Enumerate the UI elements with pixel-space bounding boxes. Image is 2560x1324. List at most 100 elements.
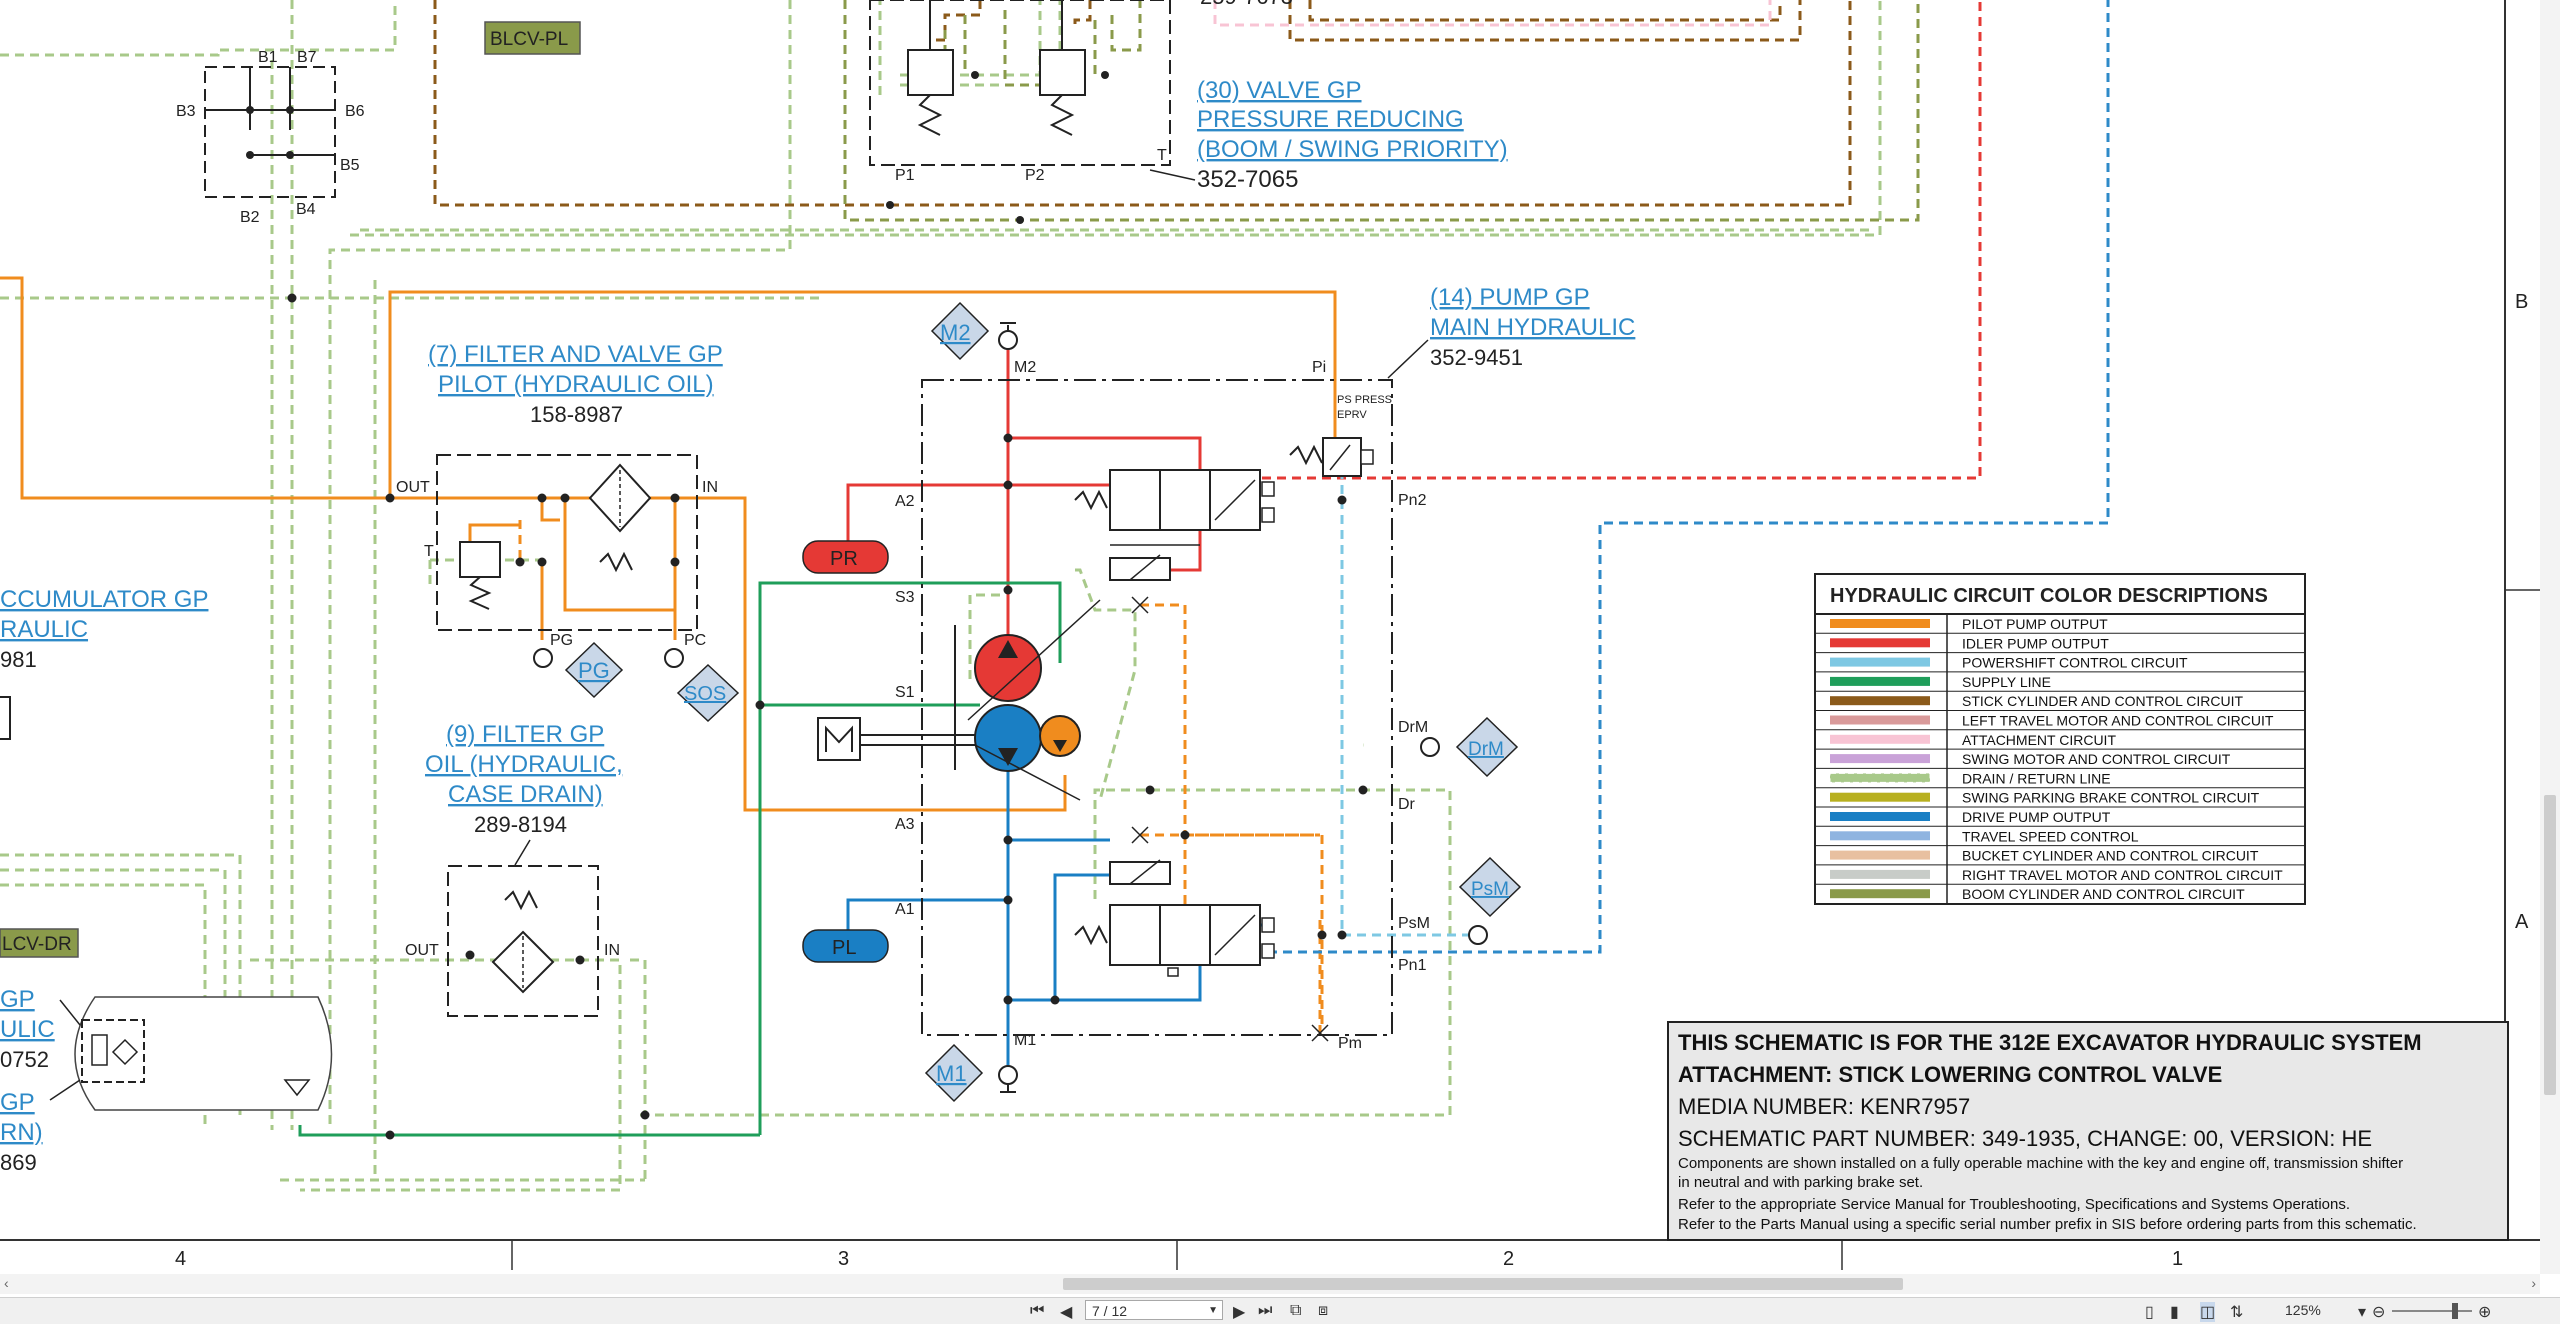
svg-text:B6: B6: [345, 103, 365, 120]
legend-swatch: [1830, 831, 1930, 841]
svg-text:B7: B7: [297, 49, 317, 66]
grid-row-b: B: [2515, 291, 2528, 313]
zoom-slider[interactable]: [2392, 1310, 2472, 1312]
horizontal-scroll-thumb[interactable]: [1063, 1278, 1903, 1290]
filter-7-link-2[interactable]: PILOT (HYDRAULIC OIL): [438, 371, 714, 398]
legend-swatch: [1830, 812, 1930, 821]
port-psm: PsM: [1398, 915, 1430, 932]
page-number-field[interactable]: 7 / 12 ▼: [1085, 1300, 1223, 1320]
valve-30-link-2[interactable]: PRESSURE REDUCING: [1197, 106, 1464, 133]
valve-30-link-3[interactable]: (BOOM / SWING PRIORITY): [1197, 136, 1508, 163]
accumulator-link-2[interactable]: RAULIC: [0, 616, 88, 643]
port-a2: A2: [895, 493, 915, 510]
port-a3: A3: [895, 816, 915, 833]
drain-lines: [0, 0, 1882, 1192]
orifice-marks: [1131, 596, 1329, 1042]
scroll-right-arrow-icon[interactable]: ›: [2531, 1275, 2536, 1291]
svg-text:IN: IN: [604, 942, 620, 959]
boom-lines: [843, 0, 1920, 222]
legend-label: TRAVEL SPEED CONTROL: [1962, 828, 2139, 844]
legend-swatch: [1830, 638, 1930, 648]
pump-14-link-2[interactable]: MAIN HYDRAULIC: [1430, 314, 1635, 341]
title-note-4: Refer to the Parts Manual using a specif…: [1678, 1216, 2417, 1233]
port-pn2: Pn2: [1398, 492, 1427, 509]
svg-text:B3: B3: [176, 103, 196, 120]
eprv-valve: [1289, 437, 1374, 477]
legend-label: POWERSHIFT CONTROL CIRCUIT: [1962, 655, 2188, 671]
zoom-in-icon[interactable]: ⊕: [2478, 1304, 2492, 1321]
left-b-link-1[interactable]: GP: [0, 1089, 35, 1116]
drm-gauge: [1420, 716, 1522, 945]
filter-9-part: 289-8194: [474, 812, 567, 837]
zoom-out-icon[interactable]: ⊖: [2372, 1304, 2386, 1321]
legend-label: PILOT PUMP OUTPUT: [1962, 616, 2108, 632]
filter-9-link-3[interactable]: CASE DRAIN): [448, 781, 603, 808]
next-page-icon[interactable]: ▶: [1233, 1304, 1246, 1321]
title-media: MEDIA NUMBER: KENR7957: [1678, 1094, 1970, 1119]
m2-gauge: M2: [930, 301, 1036, 376]
pump-14-link-1[interactable]: (14) PUMP GP: [1430, 284, 1590, 311]
legend-label: RIGHT TRAVEL MOTOR AND CONTROL CIRCUIT: [1962, 867, 2283, 883]
junction-dots: [287, 293, 1368, 1140]
scroll-left-arrow-icon[interactable]: ‹: [4, 1275, 9, 1291]
single-page-view-icon[interactable]: ▯: [2145, 1304, 2154, 1321]
two-page-view-icon[interactable]: ◫: [2200, 1302, 2216, 1322]
pilot-lines: [0, 276, 1337, 812]
scroll-mode-icon[interactable]: ⇅: [2230, 1304, 2244, 1321]
legend-swatch: [1830, 696, 1930, 706]
title-part: SCHEMATIC PART NUMBER: 349-1935, CHANGE:…: [1678, 1126, 2372, 1151]
vertical-scroll-thumb[interactable]: [2544, 795, 2556, 1095]
legend-label: SWING PARKING BRAKE CONTROL CIRCUIT: [1962, 790, 2260, 806]
valve-block-b: B1 B7 B3 B6 B5 B2 B4: [176, 49, 365, 226]
accumulator-link-1[interactable]: CCUMULATOR GP: [0, 586, 208, 613]
lcv-dr-tag: [0, 928, 79, 958]
legend-label: BUCKET CYLINDER AND CONTROL CIRCUIT: [1962, 848, 2259, 864]
grid-col-2: 2: [1503, 1248, 1514, 1270]
port-pm: Pm: [1338, 1035, 1362, 1052]
hydraulic-tank: [49, 996, 333, 1111]
drm-gauge-link[interactable]: DrM: [1468, 739, 1504, 760]
fit-width-icon[interactable]: ⧈: [1318, 1302, 1329, 1319]
svg-text:M2: M2: [1014, 359, 1036, 376]
accumulator-part: 981: [0, 647, 37, 672]
left-a-link-2[interactable]: ULIC: [0, 1016, 55, 1043]
port-m1: M1: [1014, 1032, 1036, 1049]
legend-swatch: [1830, 850, 1930, 860]
filter-9-link-1[interactable]: (9) FILTER GP: [446, 721, 604, 748]
fit-page-icon[interactable]: ⧉: [1290, 1302, 1302, 1319]
zoom-menu-icon[interactable]: ▾: [2358, 1304, 2367, 1321]
m2-gauge-link[interactable]: M2: [940, 320, 971, 345]
label-eprv: EPRV: [1337, 409, 1367, 421]
legend-label: DRIVE PUMP OUTPUT: [1962, 809, 2111, 825]
previous-page-icon[interactable]: ◀: [1060, 1304, 1073, 1321]
left-a-part: 0752: [0, 1047, 49, 1072]
last-page-icon[interactable]: ⏭: [1258, 1302, 1273, 1319]
psm-gauge-link[interactable]: PsM: [1471, 879, 1509, 900]
filter-7-part: 158-8987: [530, 402, 623, 427]
legend-swatch: [1830, 734, 1930, 744]
svg-text:IN: IN: [702, 479, 718, 496]
page-dropdown-icon[interactable]: ▼: [1208, 1305, 1218, 1316]
filter-9-link-2[interactable]: OIL (HYDRAULIC,: [425, 751, 623, 778]
first-page-icon[interactable]: ⏮: [1030, 1302, 1045, 1319]
lcv-dr-label: LCV-DR: [2, 934, 72, 955]
left-b-part: 869: [0, 1150, 37, 1175]
m1-gauge-link[interactable]: M1: [936, 1061, 967, 1086]
pg-gauge-link[interactable]: PG: [578, 658, 610, 683]
filter-7-link-1[interactable]: (7) FILTER AND VALVE GP: [428, 341, 723, 368]
continuous-view-icon[interactable]: ▮: [2170, 1304, 2179, 1321]
left-b-link-2[interactable]: RN): [0, 1119, 43, 1146]
svg-text:B2: B2: [240, 209, 260, 226]
legend-swatch: [1830, 889, 1930, 899]
valve-30-link-1[interactable]: (30) VALVE GP: [1197, 77, 1362, 104]
legend-swatch: [1830, 869, 1930, 879]
horizontal-scrollbar[interactable]: ‹ ›: [0, 1274, 2540, 1294]
vertical-scrollbar[interactable]: [2540, 0, 2560, 1274]
legend-swatch: [1830, 676, 1930, 686]
sos-gauge-link[interactable]: SOS: [684, 683, 726, 705]
zoom-slider-knob[interactable]: [2452, 1303, 2458, 1319]
filter-9-symbol: OUT IN: [405, 865, 620, 1017]
legend-label: IDLER PUMP OUTPUT: [1962, 635, 2109, 651]
page-indicator: 7 / 12: [1092, 1303, 1128, 1319]
left-a-link-1[interactable]: GP: [0, 986, 35, 1013]
